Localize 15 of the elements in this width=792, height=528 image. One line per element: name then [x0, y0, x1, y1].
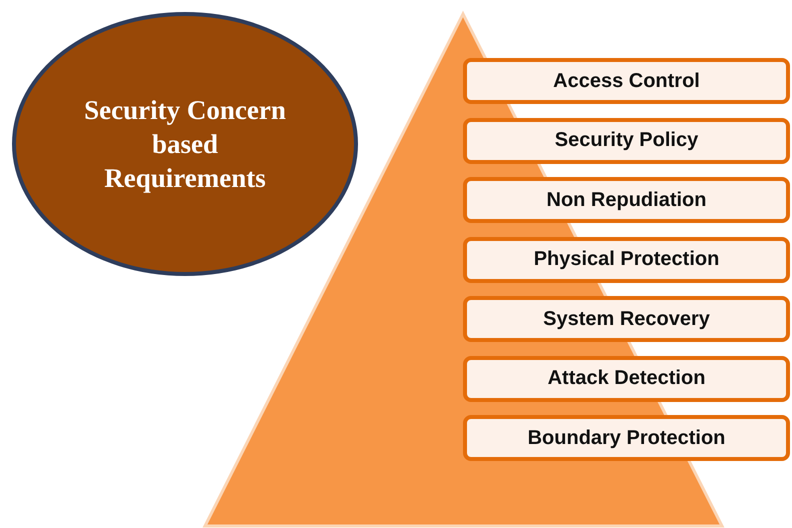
requirement-box	[463, 58, 790, 104]
requirement-box	[463, 356, 790, 402]
requirement-box	[463, 177, 790, 223]
requirement-box	[463, 118, 790, 164]
requirement-text: Attack Detection	[548, 367, 706, 390]
requirement-text: Access Control	[553, 70, 700, 92]
requirement-box	[463, 415, 790, 461]
requirement-text: System Recovery	[543, 308, 710, 330]
requirement-text: Physical Protection	[534, 248, 720, 271]
requirement-text: Non Repudiation	[546, 188, 706, 212]
requirement-box	[463, 296, 790, 342]
heading-text: Security Concern based Requirements	[83, 94, 287, 195]
requirement-text: Boundary Protection	[528, 426, 726, 450]
requirement-text: Security Policy	[554, 129, 698, 152]
requirement-box	[463, 236, 790, 282]
